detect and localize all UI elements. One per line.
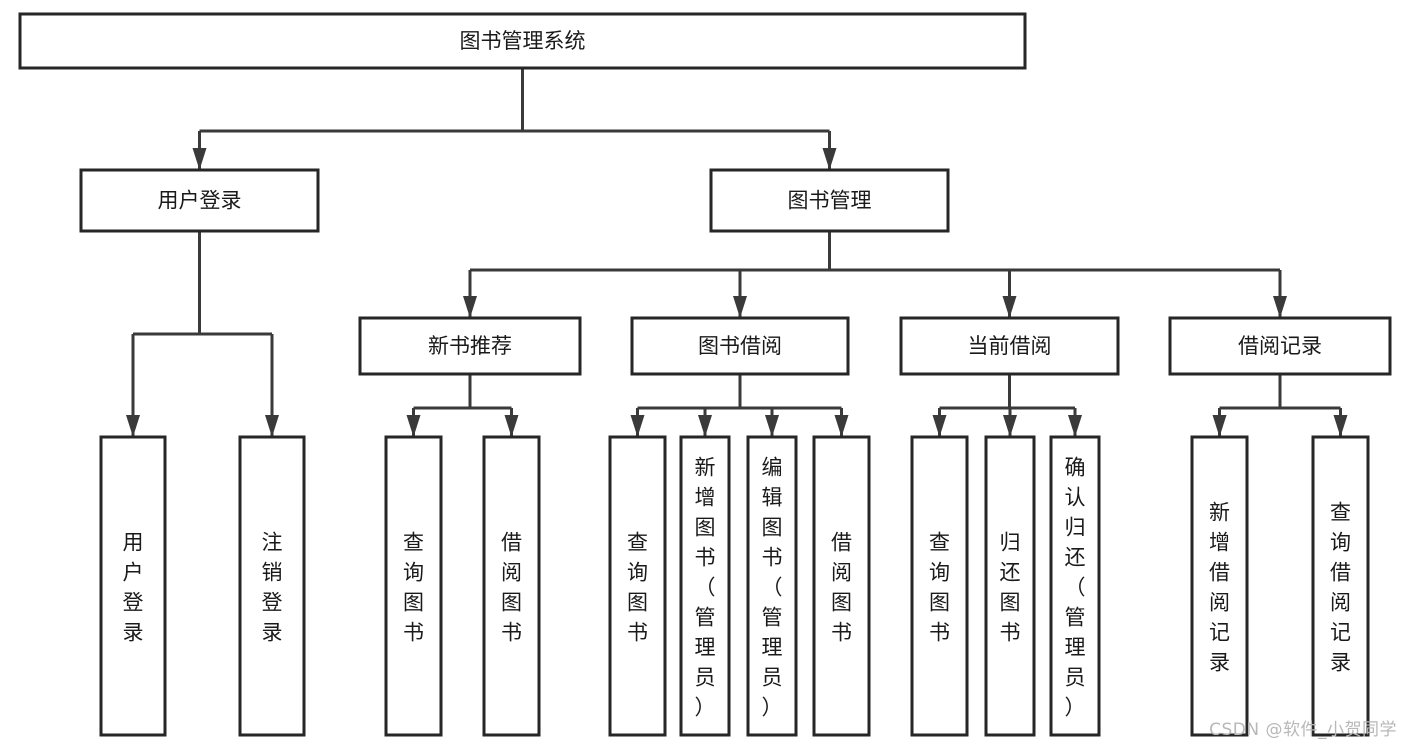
node-box (899, 316, 1120, 376)
node-label: 用户登录 (158, 189, 242, 213)
node-book-borrow[interactable]: 图书借阅 (630, 316, 850, 376)
node-box (1190, 435, 1249, 737)
node-new-book-rec[interactable]: 新书推荐 (358, 316, 582, 376)
node-layer: 图书管理系统用户登录图书管理新书推荐图书借阅当前借阅借阅记录用户登录注销登录查询… (18, 12, 1392, 737)
node-box (746, 435, 798, 737)
node-leaf-query-book-current[interactable]: 查询图书 (910, 435, 969, 737)
node-current-borrow[interactable]: 当前借阅 (899, 316, 1120, 376)
node-leaf-return-book[interactable]: 归还图书 (984, 435, 1036, 737)
node-leaf-confirm-return-admin[interactable]: 确认归还（管理员） (1049, 435, 1101, 737)
node-box (358, 316, 582, 376)
node-leaf-query-borrow-record[interactable]: 查询借阅记录 (1311, 435, 1370, 737)
arrow-head-icon (822, 148, 837, 170)
node-box (630, 316, 850, 376)
node-box (709, 168, 950, 233)
node-label: 借阅图书 (501, 530, 522, 644)
connector-layer (126, 68, 1348, 437)
arrow-head-icon (406, 415, 421, 437)
node-label: 编辑图书（管理员） (762, 455, 783, 719)
arrow-head-icon (463, 296, 477, 318)
node-box (1049, 435, 1101, 737)
node-borrow-record[interactable]: 借阅记录 (1168, 316, 1392, 376)
node-label: 注销登录 (262, 530, 283, 644)
node-root[interactable]: 图书管理系统 (18, 12, 1027, 70)
node-box (238, 435, 306, 737)
node-box (79, 168, 320, 233)
node-leaf-add-book-admin[interactable]: 新增图书（管理员） (679, 435, 731, 737)
node-box (608, 435, 667, 737)
arrow-head-icon (932, 415, 947, 437)
node-label: 归还图书 (1000, 530, 1021, 644)
arrow-head-icon (1273, 296, 1287, 318)
arrow-head-icon (733, 296, 747, 318)
node-book-manage[interactable]: 图书管理 (709, 168, 950, 233)
csdn-watermark: CSDN @软件_小贺同学 (1209, 720, 1397, 740)
node-label: 确认归还（管理员） (1065, 455, 1086, 719)
node-label: 用户登录 (123, 530, 144, 644)
arrow-head-icon (1068, 415, 1082, 437)
node-box (984, 435, 1036, 737)
node-box (910, 435, 969, 737)
node-leaf-query-book-borrow[interactable]: 查询图书 (608, 435, 667, 737)
node-leaf-borrow-book-rec[interactable]: 借阅图书 (482, 435, 541, 737)
arrow-head-icon (834, 415, 849, 437)
node-box (812, 435, 871, 737)
node-label: 借阅图书 (831, 530, 852, 644)
node-box (99, 435, 167, 737)
arrow-head-icon (765, 415, 779, 437)
node-leaf-borrow-book[interactable]: 借阅图书 (812, 435, 871, 737)
node-label: 新书推荐 (428, 334, 512, 358)
arrow-head-icon (1333, 415, 1348, 437)
arrow-head-icon (192, 148, 207, 170)
arrow-head-icon (630, 415, 645, 437)
node-label: 图书借阅 (698, 334, 782, 358)
node-leaf-edit-book-admin[interactable]: 编辑图书（管理员） (746, 435, 798, 737)
node-leaf-add-borrow-record[interactable]: 新增借阅记录 (1190, 435, 1249, 737)
node-label: 查询图书 (403, 530, 424, 644)
node-leaf-user-login[interactable]: 用户登录 (99, 435, 167, 737)
node-label: 查询图书 (929, 530, 950, 644)
node-label: 图书管理系统 (460, 29, 586, 53)
node-box (679, 435, 731, 737)
node-box (1168, 316, 1392, 376)
node-box (18, 12, 1027, 70)
arrow-head-icon (698, 415, 712, 437)
node-label: 查询图书 (627, 530, 648, 644)
arrow-head-icon (1212, 415, 1227, 437)
node-leaf-query-book-rec[interactable]: 查询图书 (384, 435, 443, 737)
node-label: 新增图书（管理员） (695, 455, 716, 719)
node-label: 当前借阅 (968, 334, 1052, 358)
arrow-head-icon (504, 415, 519, 437)
node-box (384, 435, 443, 737)
node-box (1311, 435, 1370, 737)
node-user-login[interactable]: 用户登录 (79, 168, 320, 233)
arrow-head-icon (265, 415, 279, 437)
arrow-head-icon (126, 415, 140, 437)
node-label: 新增借阅记录 (1209, 500, 1230, 674)
node-label: 借阅记录 (1238, 334, 1322, 358)
node-label: 查询借阅记录 (1330, 500, 1351, 674)
node-box (482, 435, 541, 737)
arrow-head-icon (1003, 415, 1017, 437)
node-leaf-user-logout[interactable]: 注销登录 (238, 435, 306, 737)
node-label: 图书管理 (788, 189, 872, 213)
arrow-head-icon (1002, 296, 1017, 318)
